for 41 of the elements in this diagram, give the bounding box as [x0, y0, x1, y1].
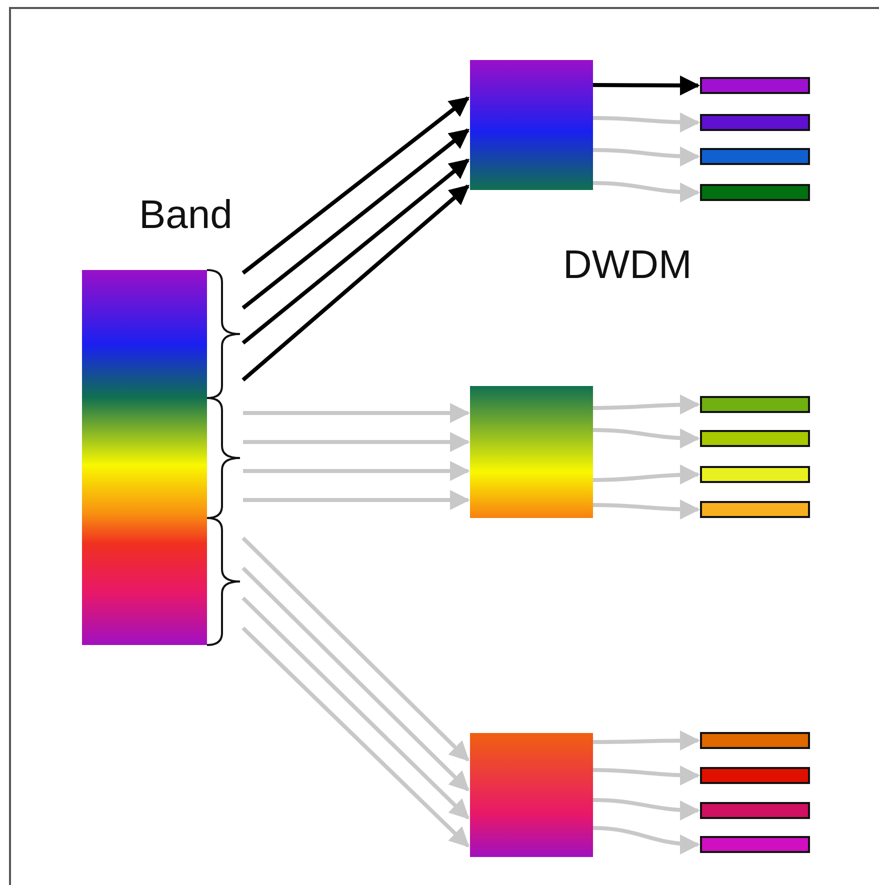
arrow	[592, 394, 700, 415]
arrow	[592, 464, 700, 485]
channel-bar	[700, 767, 810, 784]
arrow	[593, 730, 700, 751]
arrow	[242, 128, 470, 310]
arrow	[243, 403, 470, 423]
arrow	[242, 536, 470, 762]
channel-bar	[700, 77, 810, 94]
band-heading: Band	[139, 195, 232, 235]
filter-block	[470, 60, 593, 190]
channel-bar	[700, 184, 810, 201]
arrow	[243, 461, 470, 481]
arrow	[592, 181, 700, 202]
filter-block	[470, 733, 593, 857]
arrow	[243, 490, 470, 510]
channel-bar	[700, 501, 810, 518]
arrow	[592, 499, 700, 520]
arrow	[243, 432, 470, 452]
arrow	[242, 596, 470, 820]
channel-bar	[700, 114, 810, 131]
arrow	[592, 826, 700, 854]
arrow	[242, 96, 470, 275]
filter-block	[470, 386, 593, 518]
arrow	[593, 75, 700, 96]
arrow	[242, 158, 470, 345]
arrow	[592, 765, 700, 786]
channel-bar	[700, 836, 810, 853]
arrow	[592, 112, 700, 132]
arrow	[242, 566, 470, 792]
channel-bar	[700, 732, 810, 749]
channel-bar	[700, 396, 810, 413]
diagram-label: DWDM	[563, 245, 692, 285]
channel-bar	[700, 802, 810, 819]
channel-bar	[700, 466, 810, 483]
arrow	[592, 146, 700, 166]
arrow	[242, 626, 470, 848]
channel-bar	[700, 148, 810, 165]
arrow	[592, 428, 700, 448]
arrow	[592, 798, 700, 820]
arrow	[242, 184, 470, 382]
channel-bar	[700, 430, 810, 447]
